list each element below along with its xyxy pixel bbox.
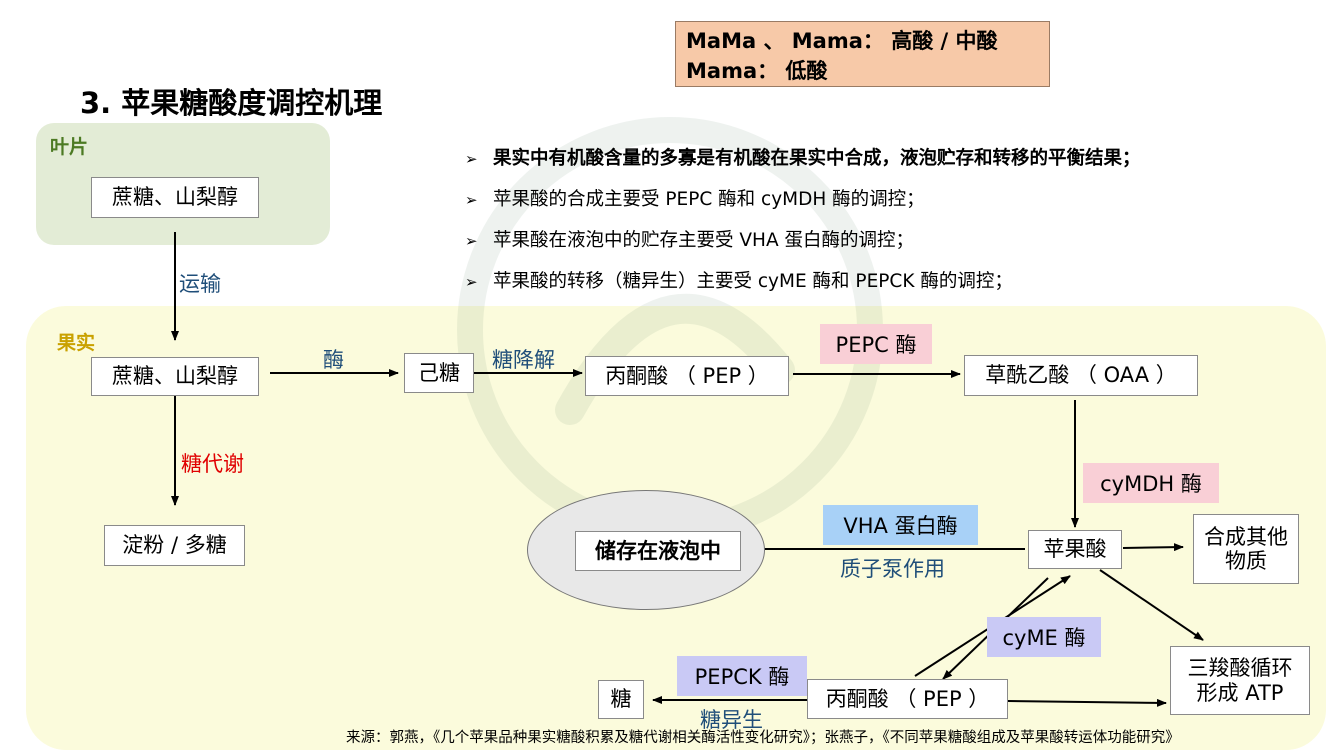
pepck-enzyme-tag: PEPCK 酶	[677, 656, 807, 696]
leaf-label: 叶片	[50, 136, 89, 158]
pep-bottom-box: 丙酮酸 （ PEP ）	[807, 679, 1008, 719]
tca-line-1: 三羧酸循环	[1187, 656, 1293, 681]
tca-box: 三羧酸循环 形成 ATP	[1170, 646, 1310, 715]
glycolysis-label: 糖降解	[492, 348, 555, 372]
bullet-text: 苹果酸在液泡中的贮存主要受 VHA 蛋白酶的调控；	[493, 230, 914, 251]
bullet-item: ➢ 苹果酸的合成主要受 PEPC 酶和 cyMDH 酶的调控；	[465, 179, 1141, 220]
bullet-item: ➢ 苹果酸的转移（糖异生）主要受 cyME 酶和 PEPCK 酶的调控；	[465, 261, 1141, 302]
bullet-item: ➢ 果实中有机酸含量的多寡是有机酸在果实中合成，液泡贮存和转移的平衡结果；	[465, 138, 1141, 179]
arrow-bullet-icon: ➢	[465, 273, 478, 291]
malate-box: 苹果酸	[1028, 530, 1122, 569]
arrow-malate-to-other	[1122, 543, 1184, 552]
enzyme-label: 酶	[323, 348, 344, 372]
fruit-sucrose-sorbitol-box: 蔗糖、山梨醇	[91, 357, 259, 396]
fruit-label: 果实	[57, 332, 96, 354]
arrow-bullet-icon: ➢	[465, 150, 478, 168]
bullet-list: ➢ 果实中有机酸含量的多寡是有机酸在果实中合成，液泡贮存和转移的平衡结果； ➢ 苹果…	[465, 138, 1141, 302]
tca-line-2: 形成 ATP	[1196, 680, 1284, 705]
proton-pump-label: 质子泵作用	[840, 557, 945, 581]
sugar-box: 糖	[598, 680, 644, 719]
vha-enzyme-tag: VHA 蛋白酶	[823, 505, 978, 545]
page-title: 3. 苹果糖酸度调控机理	[80, 86, 383, 120]
arrow-bullet-icon: ➢	[465, 232, 478, 250]
arrow-malate-to-tca	[1099, 569, 1204, 641]
oaa-box: 草酰乙酸 （ OAA ）	[964, 355, 1198, 396]
note-line-1: MaMa 、 Mama： 高酸 / 中酸	[686, 29, 998, 53]
arrow-pep-to-tca	[1007, 698, 1167, 707]
pepc-enzyme-tag: PEPC 酶	[820, 324, 932, 364]
note-box: MaMa 、 Mama： 高酸 / 中酸 Mama： 低酸	[675, 21, 1050, 87]
pep-top-box: 丙酮酸 （ PEP ）	[585, 356, 789, 396]
hexose-box: 己糖	[404, 353, 474, 393]
bullet-text: 苹果酸的合成主要受 PEPC 酶和 cyMDH 酶的调控；	[493, 189, 925, 210]
sugar-metabolism-label: 糖代谢	[181, 452, 244, 476]
cyme-enzyme-tag: cyME 酶	[987, 617, 1101, 657]
bullet-text: 果实中有机酸含量的多寡是有机酸在果实中合成，液泡贮存和转移的平衡结果；	[493, 148, 1141, 169]
vacuole-storage-box: 储存在液泡中	[575, 531, 741, 571]
bullet-item: ➢ 苹果酸在液泡中的贮存主要受 VHA 蛋白酶的调控；	[465, 220, 1141, 261]
other-products-box: 合成其他物质	[1193, 514, 1299, 584]
note-line-2: Mama： 低酸	[686, 59, 828, 83]
cymdh-enzyme-tag: cyMDH 酶	[1083, 463, 1219, 503]
leaf-sucrose-sorbitol-box: 蔗糖、山梨醇	[91, 177, 259, 218]
gluconeogenesis-label: 糖异生	[700, 708, 763, 732]
starch-box: 淀粉 / 多糖	[104, 525, 245, 566]
arrow-bullet-icon: ➢	[465, 191, 478, 209]
transport-label: 运输	[179, 272, 221, 296]
source-citation: 来源：郭燕，《几个苹果品种果实糖酸积累及糖代谢相关酶活性变化研究》；张燕子，《不…	[346, 730, 1180, 746]
bullet-text: 苹果酸的转移（糖异生）主要受 cyME 酶和 PEPCK 酶的调控；	[493, 271, 1013, 292]
